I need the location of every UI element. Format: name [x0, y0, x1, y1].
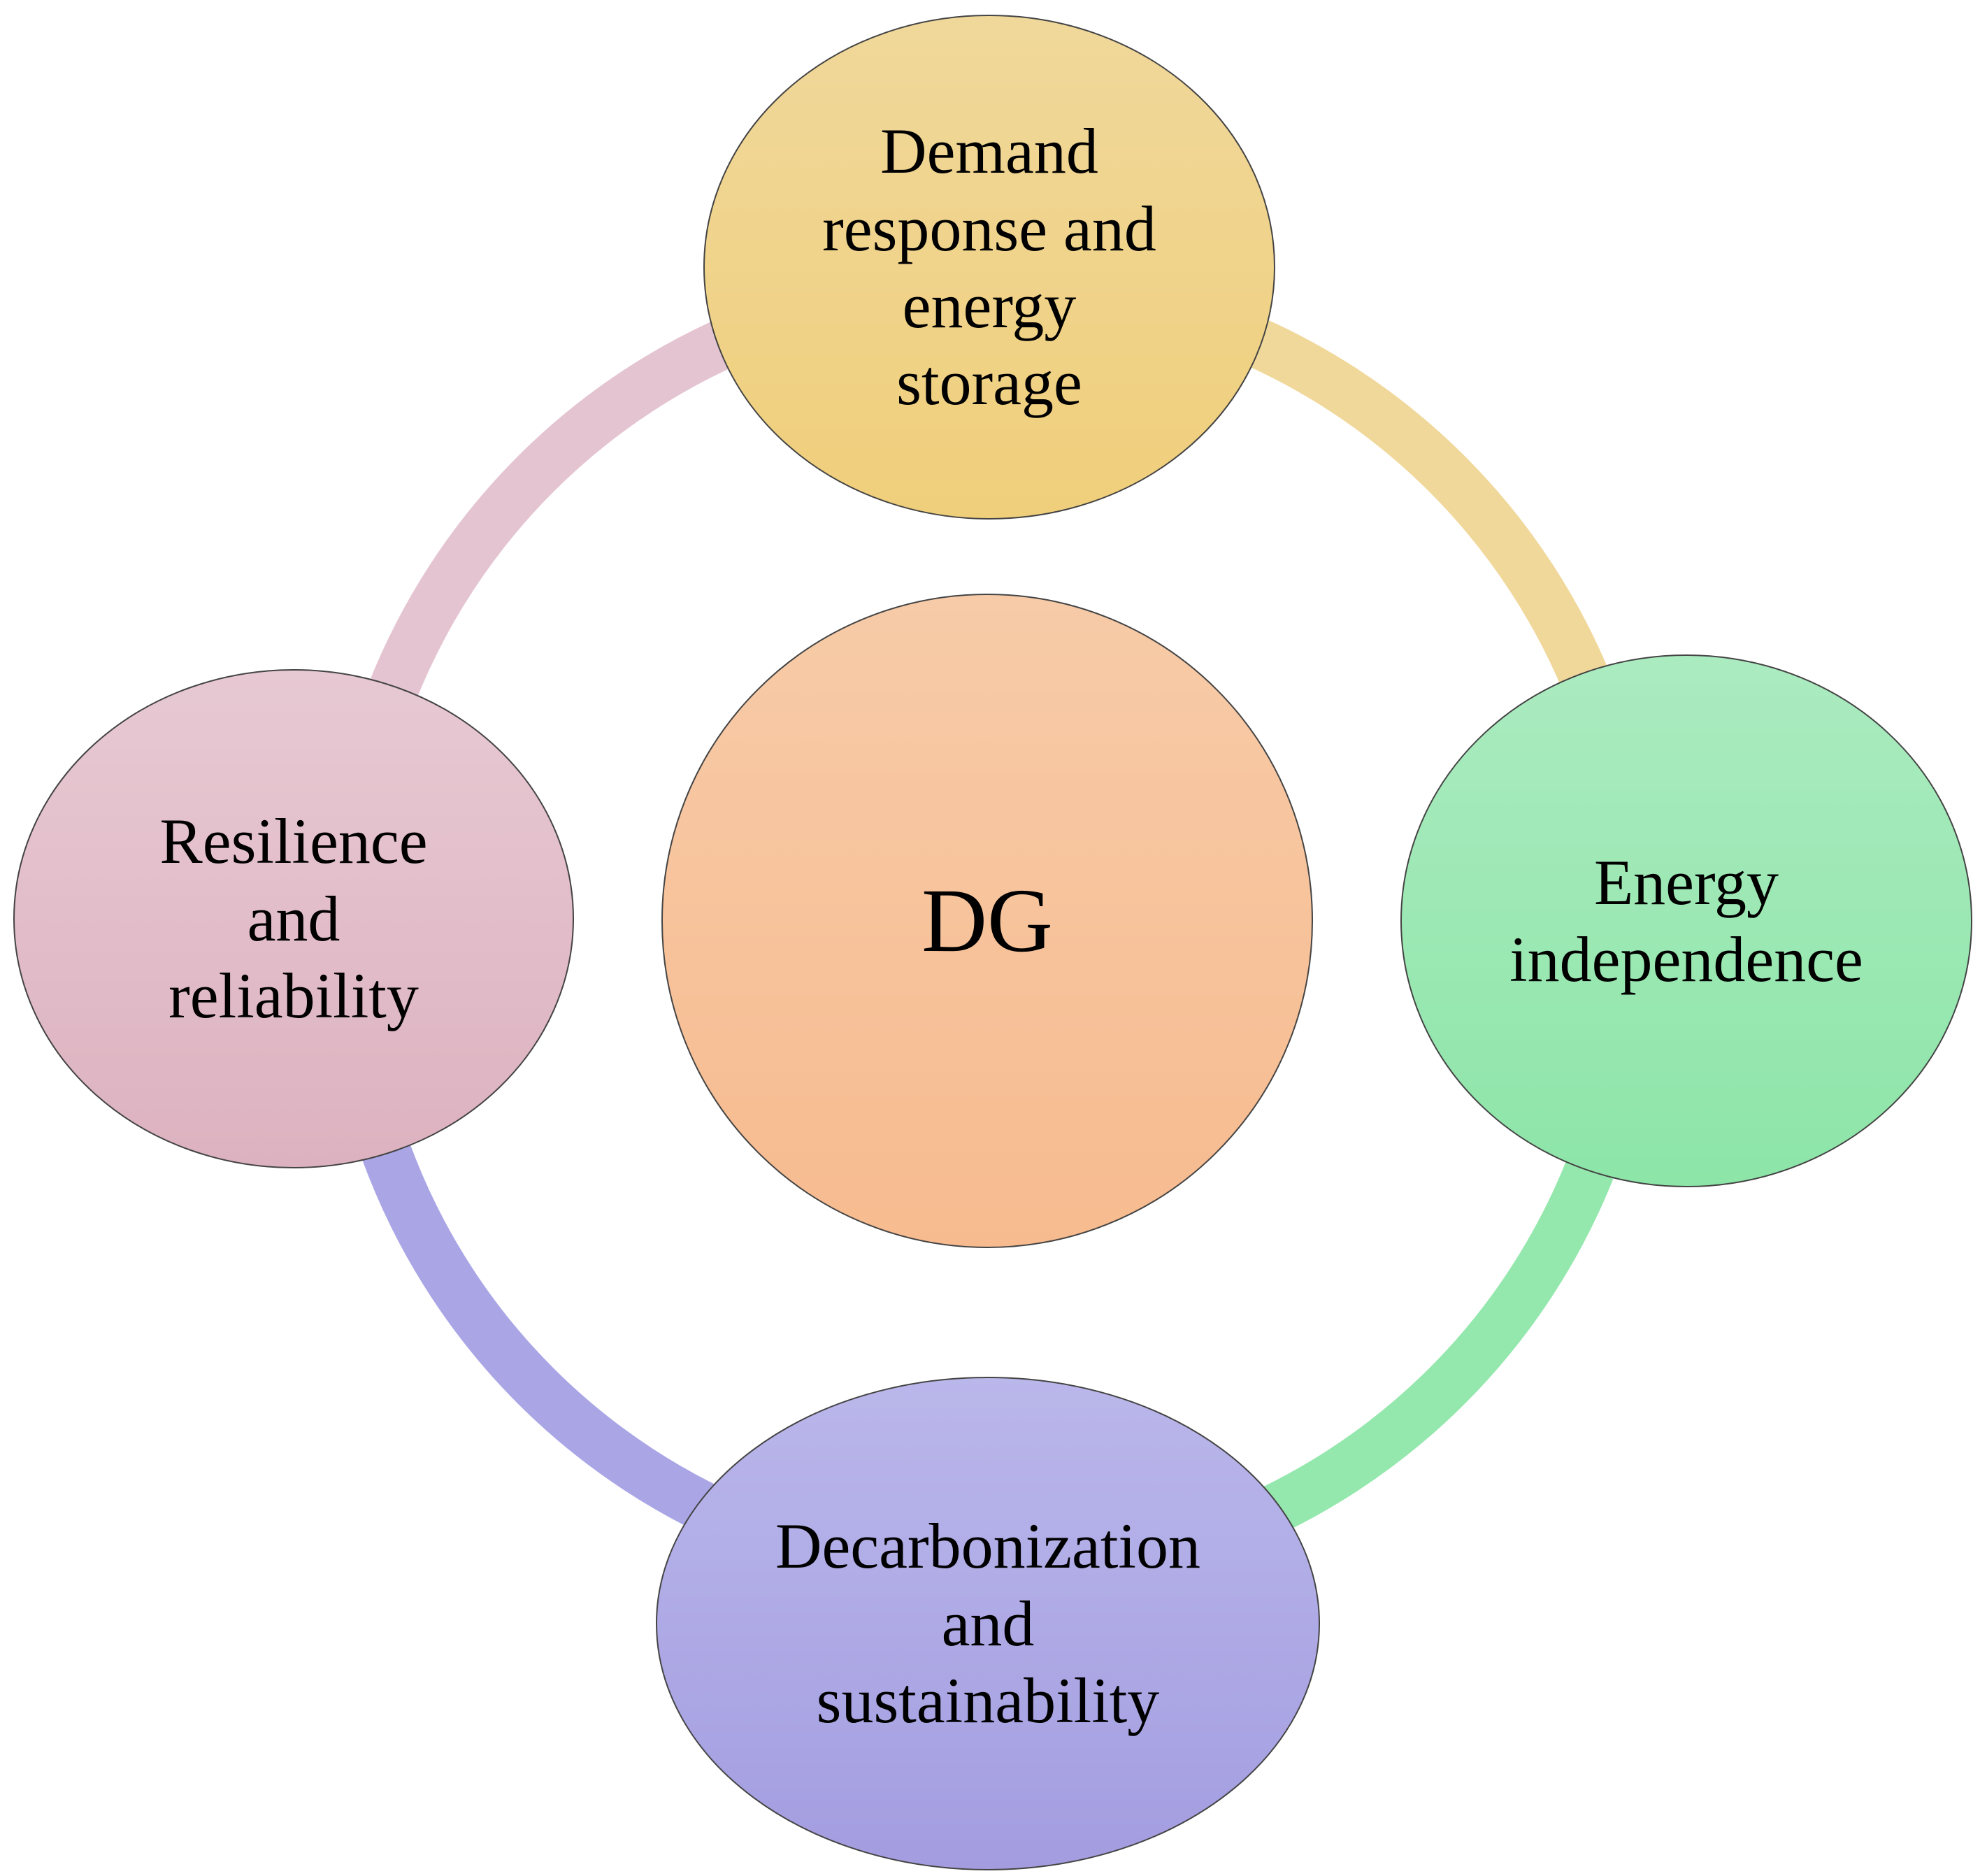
node-circles	[13, 15, 1972, 1870]
node-circle-decarbonization	[656, 1377, 1320, 1870]
node-circle-energy-independence	[1400, 654, 1972, 1187]
node-circle-demand-response	[703, 15, 1275, 520]
center-node-circle	[661, 594, 1313, 1248]
node-circle-resilience	[13, 669, 574, 1168]
node-label-decarbonization: Decarbonization and sustainability	[775, 1510, 1200, 1737]
node-label-resilience: Resilience and reliability	[159, 805, 428, 1032]
node-label-energy-independence: Energy independence	[1509, 846, 1863, 995]
node-label-demand-response: Demand response and energy storage	[822, 115, 1156, 419]
center-node-label: DG	[921, 871, 1053, 971]
